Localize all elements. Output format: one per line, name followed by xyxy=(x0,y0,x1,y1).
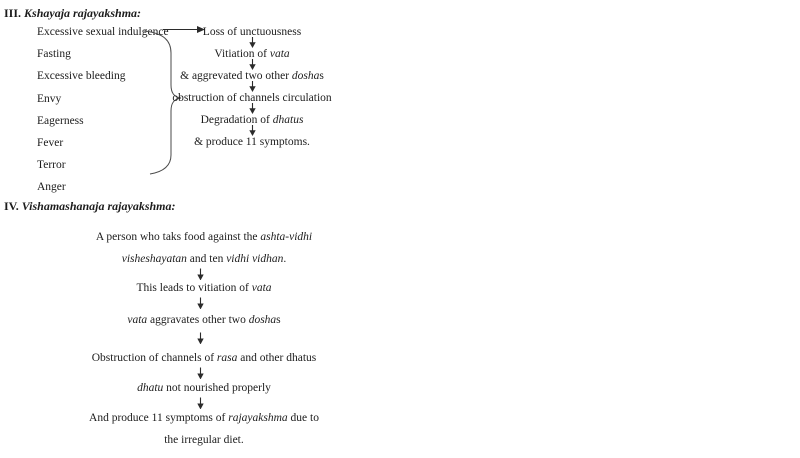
right-arrow-icon xyxy=(163,26,205,33)
causes-list: Excessive sexual indulgence Fasting Exce… xyxy=(37,21,169,199)
down-arrow-icon xyxy=(196,367,205,379)
down-arrow-icon xyxy=(248,37,257,48)
flow-step: obstruction of channels circulation xyxy=(172,92,332,104)
flow-step: And produce 11 symptoms of rajayakshma d… xyxy=(89,412,319,424)
flow-step: Vitiation of vata xyxy=(214,48,290,60)
down-arrow-icon xyxy=(248,81,257,92)
flow-step: & produce 11 symptoms. xyxy=(194,136,310,148)
down-arrow-icon xyxy=(196,297,205,309)
cause-item: Eagerness xyxy=(37,114,84,127)
down-arrow-icon xyxy=(248,125,257,136)
cause-item: Fever xyxy=(37,136,64,149)
down-arrow-icon xyxy=(196,268,205,280)
flow-step: A person who taks food against the ashta… xyxy=(95,231,313,243)
cause-item: Envy xyxy=(37,92,62,105)
down-arrow-icon xyxy=(196,397,205,409)
section-iii-heading: III. Kshayaja rajayakshma: xyxy=(4,6,142,20)
cause-item: Excessive bleeding xyxy=(37,70,126,83)
flow-step: Degradation of dhatus xyxy=(200,114,304,126)
cause-item: Excessive sexual indulgence xyxy=(37,26,169,38)
brace-connector xyxy=(143,30,182,175)
flow-step: dhatu not nourished properly xyxy=(137,382,271,394)
flow-step: the irregular diet. xyxy=(164,434,244,446)
flow-step: Obstruction of channels of rasa and othe… xyxy=(91,352,317,364)
flow-step: This leads to vitiation of vata xyxy=(136,282,272,294)
down-arrow-icon xyxy=(248,59,257,70)
flow-step: vata aggravates other two doshas xyxy=(127,314,281,326)
cause-item: Terror xyxy=(37,159,66,172)
flow-step: Loss of unctuousness xyxy=(202,26,302,38)
down-arrow-icon xyxy=(196,332,205,344)
cause-item: Anger xyxy=(37,181,66,194)
flow-step: visheshayatan and ten vidhi vidhan. xyxy=(121,253,287,265)
cause-item: Fasting xyxy=(37,48,71,61)
down-arrow-icon xyxy=(248,103,257,114)
section-iv-heading: IV. Vishamashanaja rajayakshma: xyxy=(4,199,176,213)
flow-step: & aggrevated two other doshas xyxy=(180,70,324,82)
